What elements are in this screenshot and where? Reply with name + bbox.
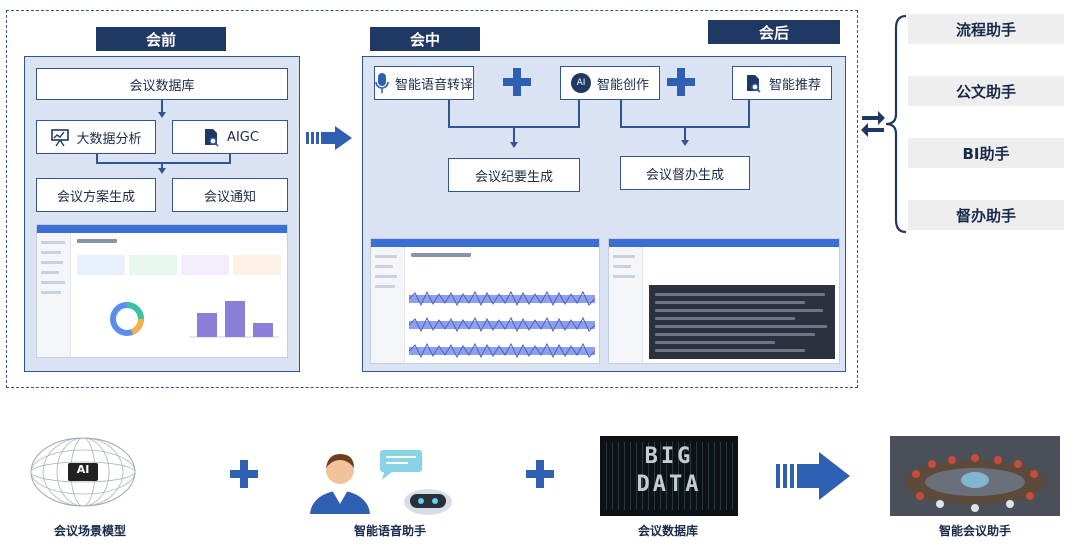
smart-creation-box: AI 智能创作 [560, 66, 660, 100]
big-data-image: BIG DATA [600, 436, 738, 516]
screenshot-topbar [371, 239, 599, 247]
phase-tab-before: 会前 [96, 27, 226, 51]
phase-tab-during: 会中 [370, 27, 480, 51]
presentation-chart-icon [51, 129, 70, 147]
document-search-icon [746, 75, 761, 93]
meeting-minutes-box: 会议纪要生成 [448, 158, 580, 192]
smart-recommend-label: 智能推荐 [768, 77, 821, 93]
connector-line [513, 126, 515, 142]
big-data-label: 会议数据库 [637, 524, 698, 538]
donut-chart-thumbnail [110, 302, 144, 336]
flow-right-arrow [306, 126, 352, 150]
screenshot-topbar [37, 225, 287, 233]
speech-transcription-screenshot [370, 238, 600, 364]
meeting-notice-label: 会议通知 [203, 189, 256, 205]
plus-icon [230, 460, 258, 488]
ai-sphere-icon [30, 437, 136, 507]
meeting-minutes-screenshot [608, 238, 840, 364]
plus-icon [526, 460, 554, 488]
meeting-database-box: 会议数据库 [36, 68, 288, 100]
smart-meeting-assistant-label: 智能会议助手 [938, 524, 1011, 538]
meeting-supervision-box: 会议督办生成 [620, 156, 750, 190]
speech-transcription-label: 智能语音转译 [394, 77, 473, 93]
connector-arrowhead [158, 112, 166, 118]
connector-line [229, 154, 231, 162]
voice-assistant-label: 智能语音助手 [353, 524, 426, 538]
assistant-document: 公文助手 [908, 76, 1064, 106]
dark-document-area [649, 285, 835, 359]
scope-dashed-frame [6, 10, 858, 388]
connector-arrowhead [158, 168, 166, 174]
meeting-management-screenshot [36, 224, 288, 358]
meeting-room-image [890, 436, 1060, 516]
big-text: BIG [644, 444, 694, 469]
assistant-supervision: 督办助手 [908, 200, 1064, 230]
meeting-supervision-label: 会议督办生成 [645, 167, 724, 183]
smart-creation-label: 智能创作 [596, 77, 649, 93]
assistant-process: 流程助手 [908, 14, 1064, 44]
meeting-minutes-label: 会议纪要生成 [474, 169, 553, 185]
bidirectional-arrow-icon [861, 111, 885, 137]
connector-line [748, 100, 750, 127]
stat-card [233, 255, 281, 275]
connector-line [578, 100, 580, 127]
screenshot-topbar [609, 239, 839, 247]
stat-card [77, 255, 125, 275]
connector-line [161, 100, 163, 112]
data-text: DATA [636, 472, 702, 497]
connector-line [684, 126, 686, 140]
stat-card [181, 255, 229, 275]
ai-head-icon: AI [570, 73, 591, 93]
smart-recommend-box: 智能推荐 [732, 66, 832, 100]
bigdata-analysis-label: 大数据分析 [76, 131, 142, 147]
connector-arrowhead [681, 140, 689, 146]
connector-line [620, 100, 622, 127]
meeting-plan-label: 会议方案生成 [56, 189, 135, 205]
meeting-database-label: 会议数据库 [129, 78, 195, 94]
assistant-bi: BI助手 [908, 138, 1064, 168]
assistants-brace [885, 14, 907, 234]
ai-badge-text: AI [76, 463, 90, 476]
connector-arrowhead [510, 142, 518, 148]
voice-assistant-illustration [310, 450, 452, 515]
aigc-box: AIGC [172, 120, 288, 154]
speech-transcription-box: 智能语音转译 [374, 66, 474, 100]
bigdata-analysis-box: 大数据分析 [36, 120, 156, 154]
plus-icon [667, 68, 695, 96]
document-search-icon [205, 129, 219, 147]
scene-model-label: 会议场景模型 [53, 524, 126, 538]
connector-line [161, 162, 163, 168]
bar-chart-thumbnail [189, 301, 279, 338]
meeting-plan-box: 会议方案生成 [36, 178, 156, 212]
plus-icon [503, 68, 531, 96]
microphone-icon [375, 73, 389, 93]
phase-tab-after: 会后 [708, 20, 840, 44]
connector-line [448, 100, 450, 127]
flow-right-arrow [776, 452, 850, 500]
meeting-notice-box: 会议通知 [172, 178, 288, 212]
stat-card [129, 255, 177, 275]
aigc-label: AIGC [227, 129, 259, 145]
connector-line [96, 154, 98, 162]
audio-waveform-thumbnail [409, 290, 595, 359]
connector-line [96, 162, 231, 164]
